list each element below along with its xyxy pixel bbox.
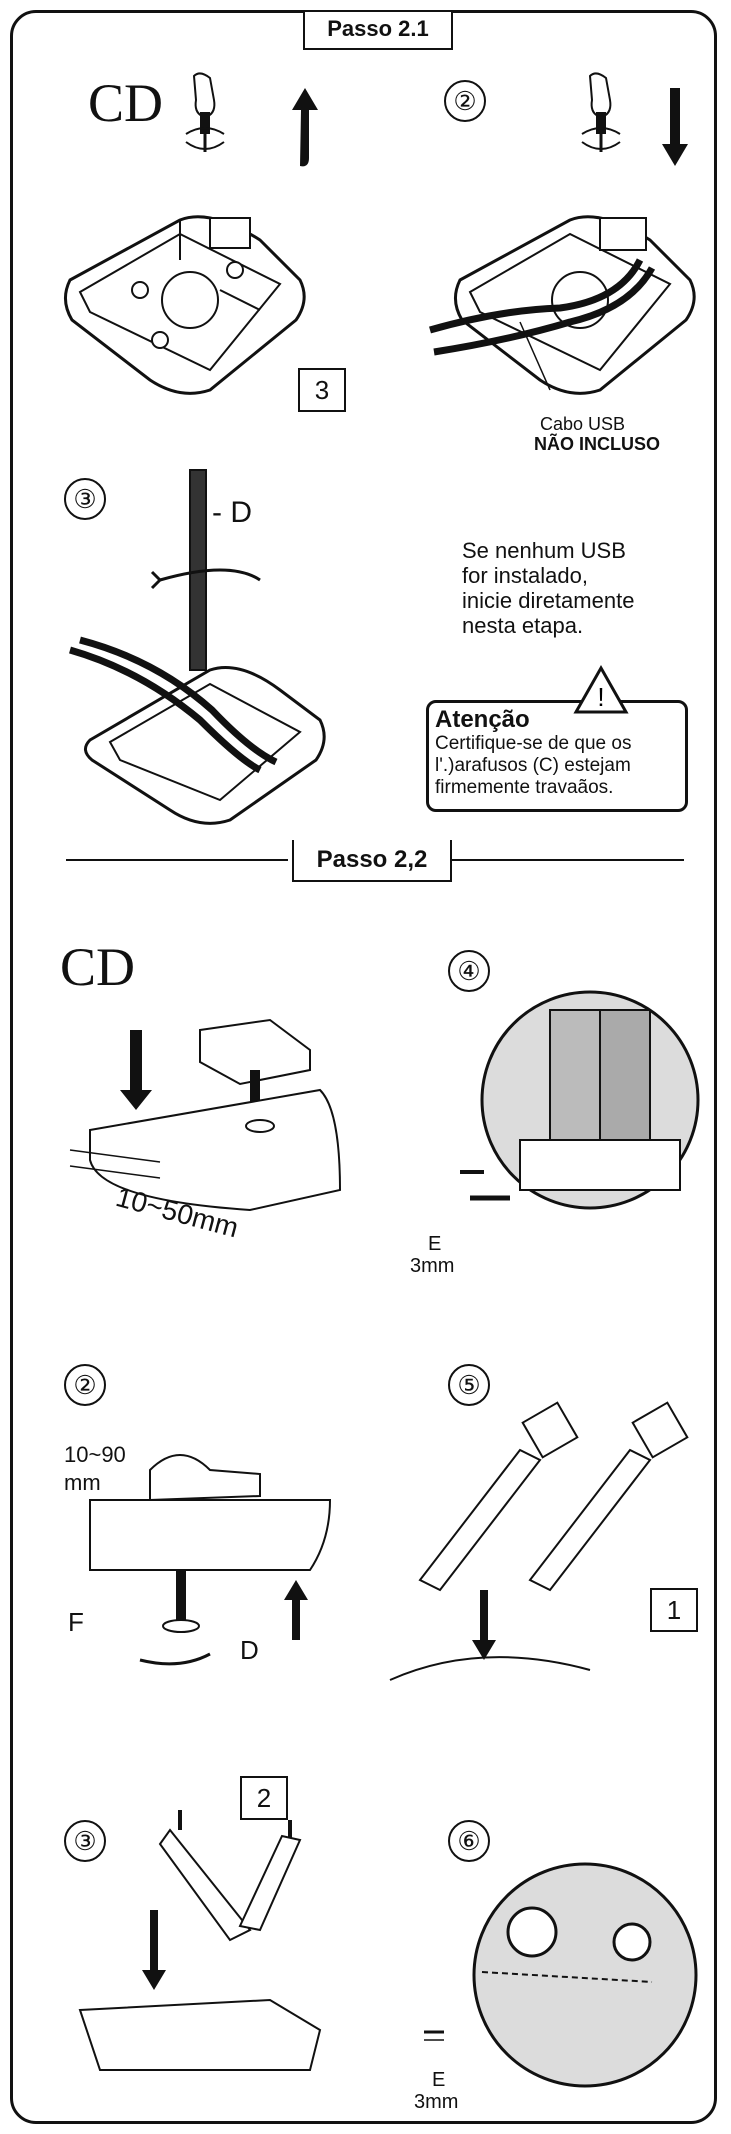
step-number-4: ④ <box>448 950 490 992</box>
detail-circle-2 <box>472 1862 698 2088</box>
warning-line: firmemente travaãos. <box>435 777 614 798</box>
allen-key-icon <box>460 1170 510 1201</box>
warning-title: Atenção <box>435 706 530 733</box>
e-size: 3mm <box>410 1255 455 1277</box>
base-plate-drawing-1 <box>64 215 306 395</box>
d-label-1: - D <box>212 496 252 529</box>
divider-left <box>66 859 288 861</box>
step-number-5: ⑤ <box>448 1364 490 1406</box>
step-number-2: ② <box>444 80 486 122</box>
detail-circle-1 <box>480 990 700 1210</box>
svg-text:!: ! <box>597 682 604 712</box>
step-number-3b: ③ <box>64 1820 106 1862</box>
step-2-1-title: Passo 2.1 <box>303 10 453 50</box>
pole-insert-drawing <box>69 469 326 825</box>
part-label-3: 3 <box>298 368 346 412</box>
part-label-2: 2 <box>240 1776 288 1820</box>
note-text: Se nenhum USB for instalado, inicie dire… <box>462 538 634 638</box>
not-included-label: NÃO INCLUSO <box>534 434 660 454</box>
part-label-1: 1 <box>650 1588 698 1632</box>
usb-cable-label: Cabo USB <box>540 414 626 434</box>
step-number-6: ⑥ <box>448 1820 490 1862</box>
warning-triangle-icon: ! <box>573 664 629 714</box>
screwdriver-hand-icon <box>185 72 225 152</box>
cd-label-1: CD <box>88 73 164 133</box>
step-number-2b: ② <box>64 1364 106 1406</box>
range-label: 10~90 <box>64 1442 126 1467</box>
up-arrow-icon <box>292 88 318 167</box>
note-line: inicie diretamente <box>462 588 635 613</box>
desk-mount-drawing <box>69 1018 342 1212</box>
screwdriver-hand-icon-2 <box>581 72 621 152</box>
e-label-2: E <box>432 2069 446 2091</box>
step-number-3: ③ <box>64 478 106 520</box>
range-unit: mm <box>64 1470 101 1495</box>
cd-label-2: CD <box>60 937 136 997</box>
e-size-2: 3mm <box>414 2091 459 2113</box>
f-label: F <box>68 1607 84 1637</box>
warning-line: l'.)arafusos (C) estejam <box>435 755 631 776</box>
d-label-2: D <box>240 1635 259 1665</box>
step-2-2-title: Passo 2,2 <box>292 840 452 882</box>
arms-base-drawing <box>78 1810 322 2071</box>
allen-key-icon-2 <box>424 2030 444 2041</box>
divider-right <box>452 859 684 861</box>
arms-mount-drawing <box>389 1401 689 1681</box>
note-line: nesta etapa. <box>462 613 584 638</box>
down-arrow-icon <box>662 88 688 166</box>
base-plate-with-cable-drawing <box>429 215 696 395</box>
note-line: Se nenhum USB <box>462 538 626 563</box>
warning-box: Atenção Certifique-se de que os l'.)araf… <box>426 700 688 812</box>
e-label: E <box>428 1233 442 1255</box>
warning-line: Certifique-se de que os <box>435 733 632 754</box>
clamp-mount-drawing <box>89 1454 332 1666</box>
note-line: for instalado, <box>462 563 588 588</box>
